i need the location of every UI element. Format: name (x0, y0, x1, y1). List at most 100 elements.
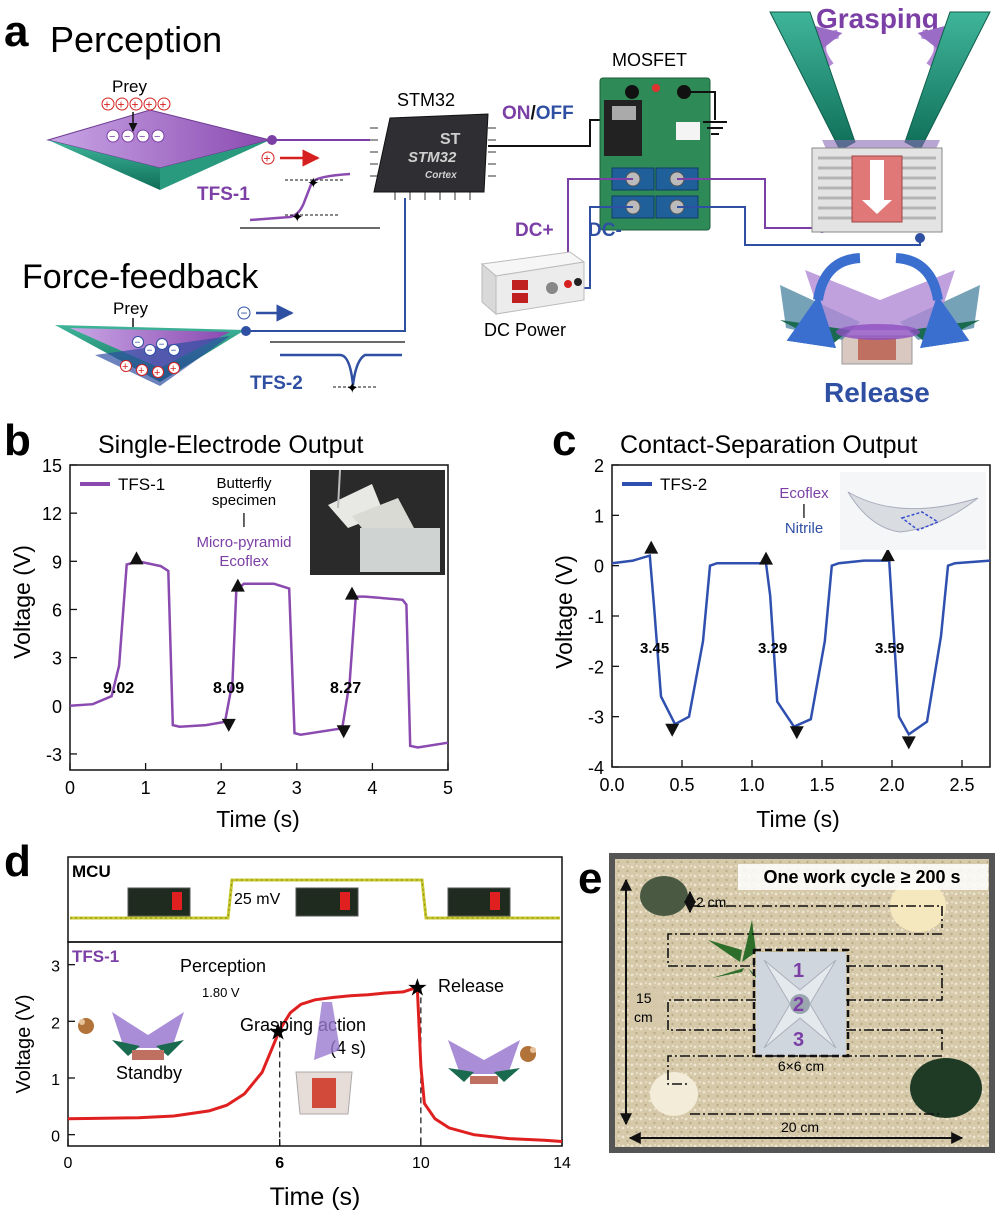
svg-text:+: + (264, 152, 271, 166)
panel-letter-e: e (578, 854, 602, 903)
svg-text:−: − (147, 346, 153, 357)
plus-charge-icon (261, 151, 275, 165)
chart-c-ylabel: Voltage (V) (551, 555, 577, 669)
chart-b-frame (69, 464, 449, 771)
mcu-board-icons (127, 887, 511, 917)
svg-text:+: + (146, 98, 153, 112)
tfs2-sensor-illustration: − − − − + + + + (55, 325, 245, 386)
chart-c-markers (644, 540, 916, 750)
peak-marker (644, 540, 659, 554)
position-label-3: 3 (793, 1029, 804, 1051)
prey-label-1: Prey (112, 77, 147, 96)
svg-text:−: − (154, 131, 160, 143)
y-tick-label: 2 (51, 1015, 60, 1032)
position-label-1: 1 (793, 960, 804, 982)
peak-marker (759, 551, 773, 565)
svg-text:Cortex: Cortex (425, 170, 457, 181)
peak-marker (344, 586, 359, 600)
gripper-standby-icon (112, 1012, 184, 1060)
svg-text:+: + (122, 361, 128, 373)
width-label: 20 cm (781, 1119, 819, 1135)
valley-marker (221, 718, 236, 732)
y-tick-label: -4 (588, 758, 604, 778)
peak-marker (129, 551, 144, 565)
release-arrow-right (895, 253, 970, 349)
perception-title: Perception (50, 19, 222, 60)
chart-c-inset-label-1: Ecoflex (779, 485, 829, 502)
hermit-crab-icon-2 (520, 1046, 536, 1062)
valley-marker (336, 725, 351, 739)
stm32-label: STM32 (397, 90, 455, 110)
y-tick-label: -3 (46, 745, 62, 765)
dc-power-label: DC Power (484, 320, 566, 340)
peak-marker (230, 578, 245, 592)
ground-icon (703, 121, 727, 135)
x-tick-label: 1.0 (739, 775, 764, 795)
chart-d-perception-value: 1.80 V (202, 985, 240, 1000)
gripper-release-icon (448, 1040, 520, 1084)
chart-c-legend-label: TFS-2 (660, 475, 707, 494)
mcu-value-label: 25 mV (234, 891, 281, 908)
y-tick-label: -3 (588, 708, 604, 728)
hermit-crab-icon-1 (78, 1018, 94, 1034)
chart-b-ylabel: Voltage (V) (9, 545, 35, 659)
x-tick-label: 0 (65, 778, 75, 798)
chart-b-legend-label: TFS-1 (118, 475, 165, 494)
chart-c-annot-2: 3.29 (758, 640, 787, 657)
svg-text:✦: ✦ (346, 380, 359, 397)
panel-letter-b: b (4, 416, 31, 465)
x-tick-label: 0.5 (669, 775, 694, 795)
valley-marker (901, 736, 916, 750)
chart-d-standby-label: Standby (116, 1063, 182, 1083)
dc-minus-wire (580, 206, 633, 289)
y-tick-label: 12 (42, 504, 62, 524)
chart-c-inset-photo (840, 472, 986, 550)
y-tick-label: 0 (594, 557, 604, 577)
chart-b-inset-sep: | (242, 511, 246, 528)
panel-c: c Contact-Separation Output -4-3-2-1012 … (551, 416, 991, 832)
svg-text:✦: ✦ (291, 209, 304, 226)
tfs2-label: TFS-2 (250, 373, 303, 394)
chart-c-inset-label-2: Nitrile (785, 520, 823, 537)
chart-d-perception-label: Perception (180, 956, 266, 976)
chart-d-star-markers: ★★ (267, 973, 428, 1045)
svg-text:−: − (159, 340, 165, 351)
chart-b-inset-photo (310, 469, 445, 575)
x-tick-label: 1 (141, 778, 151, 798)
svg-text:+: + (170, 363, 176, 375)
svg-text:+: + (138, 365, 144, 377)
chart-d-series-label: TFS-1 (72, 947, 119, 966)
chart-d-grasping-duration: (4 s) (330, 1038, 366, 1058)
x-tick-label: 0 (64, 1155, 73, 1172)
chart-b-inset-label-1: Butterfly (216, 475, 272, 492)
on-off-label: ON/OFF (502, 103, 574, 124)
chart-d-grasping-action-label: Grasping action (240, 1015, 366, 1035)
svg-text:✦: ✦ (307, 175, 320, 192)
chart-d-xlabel: Time (s) (270, 1183, 361, 1211)
panel-e: e 1 2 3 6× (578, 853, 995, 1153)
chart-d-frame (67, 941, 563, 1147)
svg-text:+: + (154, 367, 160, 379)
minus-charge-icon (237, 306, 251, 320)
x-tick-label: 14 (553, 1155, 571, 1172)
chart-c-inset-sep: | (802, 502, 806, 519)
valley-marker (665, 723, 680, 737)
prey-label-2: Prey (113, 299, 148, 318)
height-value: 15 (636, 990, 652, 1006)
chart-b-inset-label-3: Micro-pyramid (196, 534, 291, 551)
dc-power-supply-icon (480, 251, 586, 316)
y-tick-label: 1 (594, 506, 604, 526)
tfs2-pulse-signal-sketch: ✦ (270, 341, 405, 397)
chart-d-ylabel: Voltage (V) (13, 995, 35, 1094)
work-cycle-path (667, 905, 943, 1115)
x-tick-label: 6 (275, 1155, 284, 1172)
svg-text:STM32: STM32 (408, 149, 457, 166)
chart-b-annot-1: 9.02 (103, 680, 134, 697)
chart-c-annot-3: 3.59 (875, 640, 904, 657)
force-feedback-title: Force-feedback (22, 258, 259, 296)
y-tick-label: 6 (52, 600, 62, 620)
